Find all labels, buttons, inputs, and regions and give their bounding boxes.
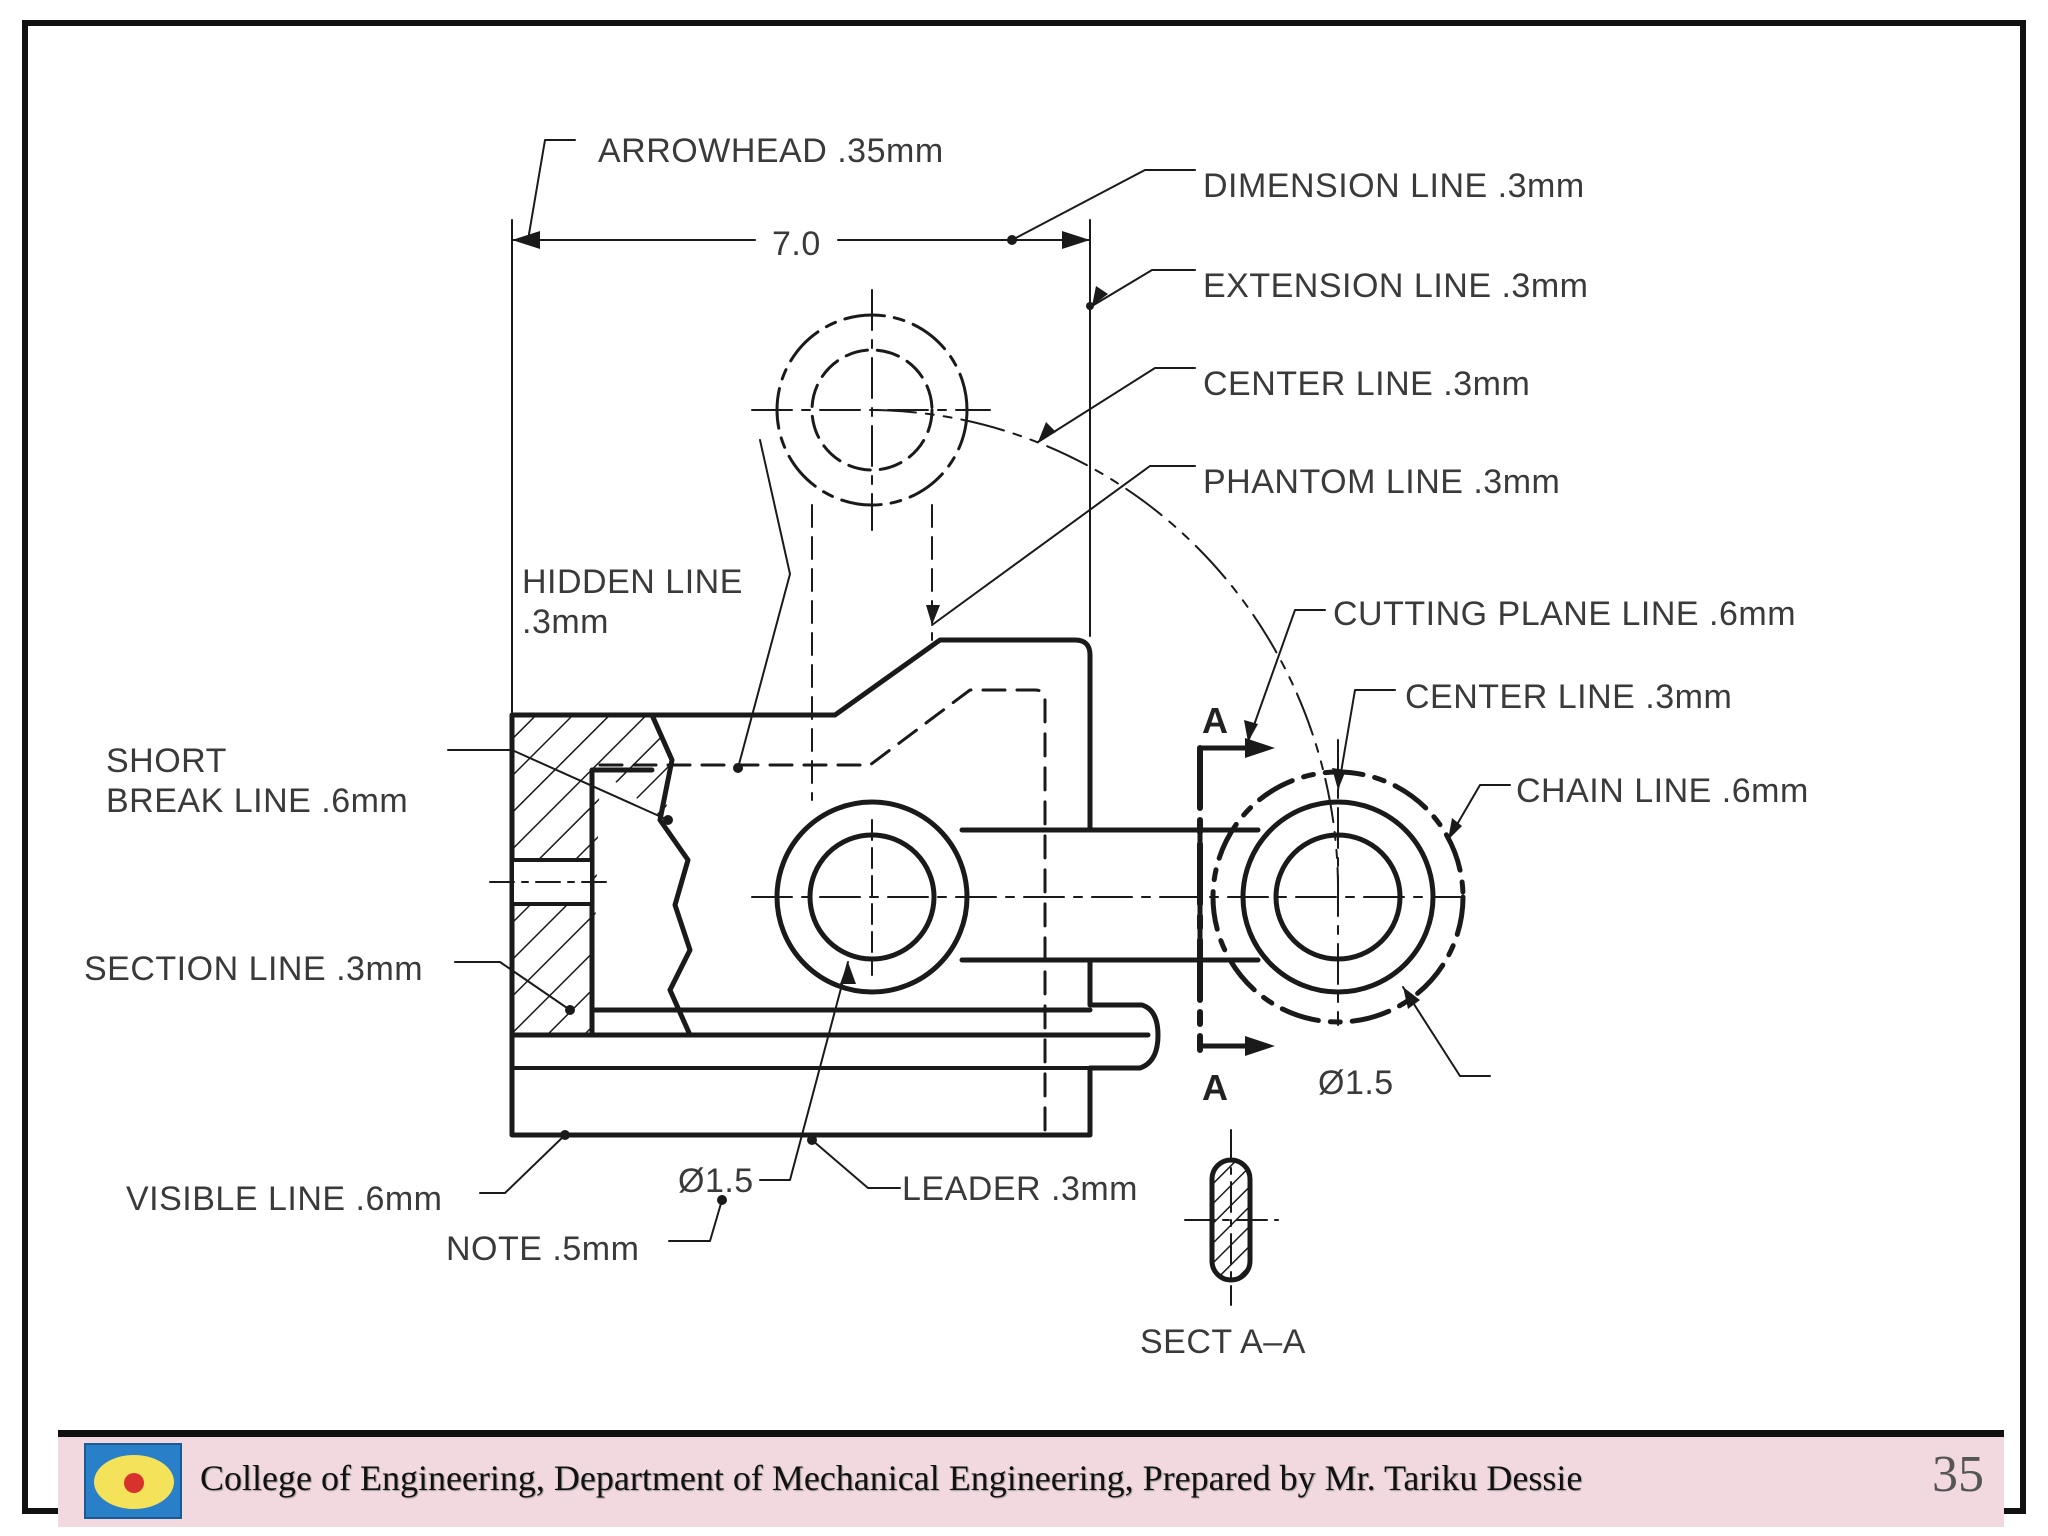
- label-center-line-right: CENTER LINE .3mm: [1405, 678, 1732, 716]
- label-center-line-top: CENTER LINE .3mm: [1203, 365, 1530, 403]
- short-break-line: [649, 712, 693, 1038]
- logo-emblem-icon: [94, 1455, 174, 1509]
- inner-wall: [589, 767, 655, 1038]
- university-logo: [84, 1443, 182, 1519]
- label-cutting-plane-line: CUTTING PLANE LINE .6mm: [1333, 595, 1796, 633]
- arrowhead-left: [512, 231, 540, 249]
- label-phantom-line: PHANTOM LINE .3mm: [1203, 463, 1560, 501]
- label-short-break-2: BREAK LINE .6mm: [106, 782, 408, 820]
- cutting-arrow-bottom: [1245, 1036, 1275, 1056]
- label-extension-line: EXTENSION LINE .3mm: [1203, 267, 1588, 305]
- label-visible-line: VISIBLE LINE .6mm: [126, 1180, 443, 1218]
- hidden-line: [598, 688, 1047, 1137]
- label-dimension-line: DIMENSION LINE .3mm: [1203, 167, 1585, 205]
- label-section-letter-top: A: [1202, 700, 1228, 741]
- label-chain-line: CHAIN LINE .6mm: [1516, 772, 1809, 810]
- label-short-break-1: SHORT: [106, 742, 227, 780]
- label-note: NOTE .5mm: [446, 1230, 639, 1268]
- part-outline: [509, 637, 1203, 1138]
- top-lug-inner: [810, 348, 934, 472]
- label-hidden-line-1: HIDDEN LINE: [522, 563, 743, 601]
- label-diameter-right: Ø1.5: [1318, 1064, 1394, 1102]
- label-section-letter-bottom: A: [1202, 1067, 1228, 1108]
- label-section-line: SECTION LINE .3mm: [84, 950, 423, 988]
- label-arrowhead: ARROWHEAD .35mm: [598, 132, 944, 170]
- cutting-arrow-top: [1245, 738, 1275, 758]
- arrowhead-right: [1062, 231, 1090, 249]
- phantom-arc: [871, 409, 1340, 898]
- footer-text: College of Engineering, Department of Me…: [200, 1458, 1583, 1498]
- footer-divider: [58, 1430, 2004, 1437]
- label-diameter-bottom: Ø1.5: [678, 1162, 754, 1200]
- label-dimension: 7.0: [772, 225, 821, 263]
- label-leader: LEADER .3mm: [902, 1170, 1138, 1208]
- label-sect-aa: SECT A–A: [1140, 1323, 1306, 1361]
- footer-bar: College of Engineering, Department of Me…: [58, 1437, 2004, 1527]
- page-number: 35: [1932, 1446, 1984, 1503]
- label-hidden-line-2: .3mm: [522, 603, 609, 641]
